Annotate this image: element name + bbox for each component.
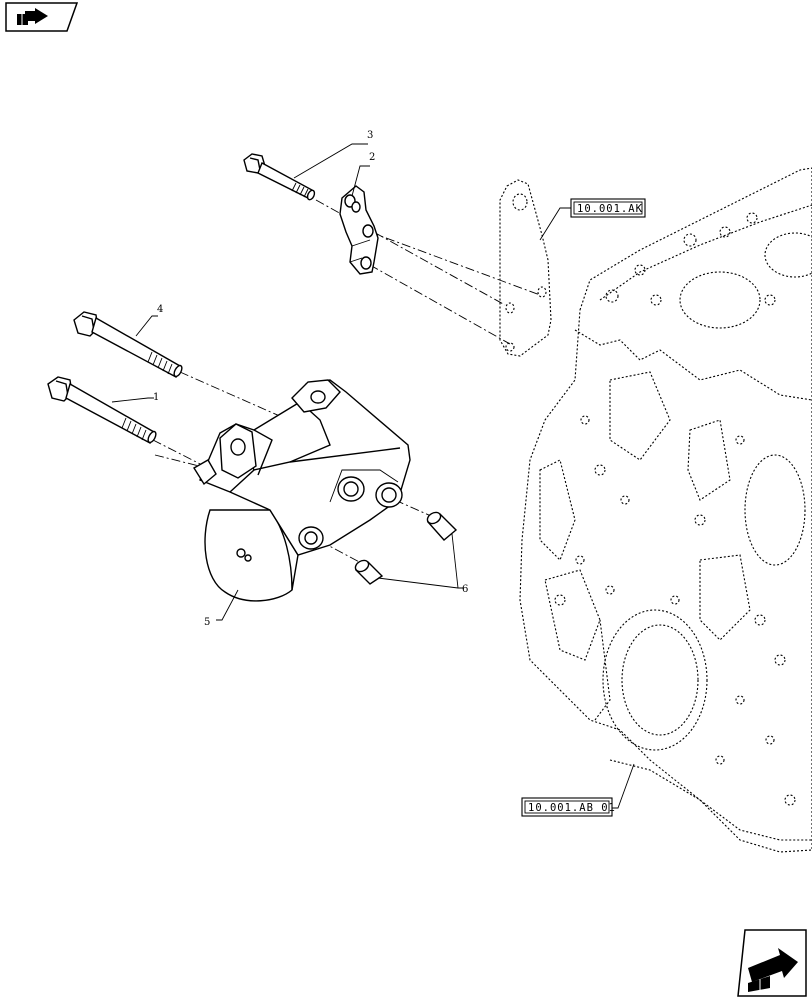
callout-part-6[interactable]: 6	[462, 584, 468, 595]
nav-forward-button[interactable]	[737, 929, 807, 997]
part-5-support	[193, 379, 411, 602]
part-2-bracket	[339, 185, 379, 275]
arrow-forward-icon	[748, 948, 798, 992]
part-3-bolt	[243, 153, 316, 201]
part-6-bushings	[354, 511, 458, 585]
callout-part-1[interactable]: 1	[153, 392, 159, 403]
ref-link-ak[interactable]: 10.001.AK	[570, 198, 646, 218]
part-1-bolt	[47, 376, 157, 444]
part-4-bolt	[73, 311, 183, 378]
ref-label-ab: 10.001.AB 01	[528, 802, 616, 814]
callout-part-4[interactable]: 4	[157, 304, 163, 315]
callout-part-3[interactable]: 3	[367, 130, 373, 141]
arrow-back-icon	[17, 8, 48, 25]
mounting-plate	[499, 179, 552, 357]
engine-block	[519, 167, 812, 853]
callout-part-2[interactable]: 2	[369, 152, 375, 163]
ref-label-ak: 10.001.AK	[577, 203, 643, 215]
leader-lines	[111, 143, 635, 809]
nav-back-button[interactable]	[5, 2, 79, 32]
callout-part-5[interactable]: 5	[204, 617, 210, 628]
ref-link-ab[interactable]: 10.001.AB 01	[521, 797, 616, 817]
